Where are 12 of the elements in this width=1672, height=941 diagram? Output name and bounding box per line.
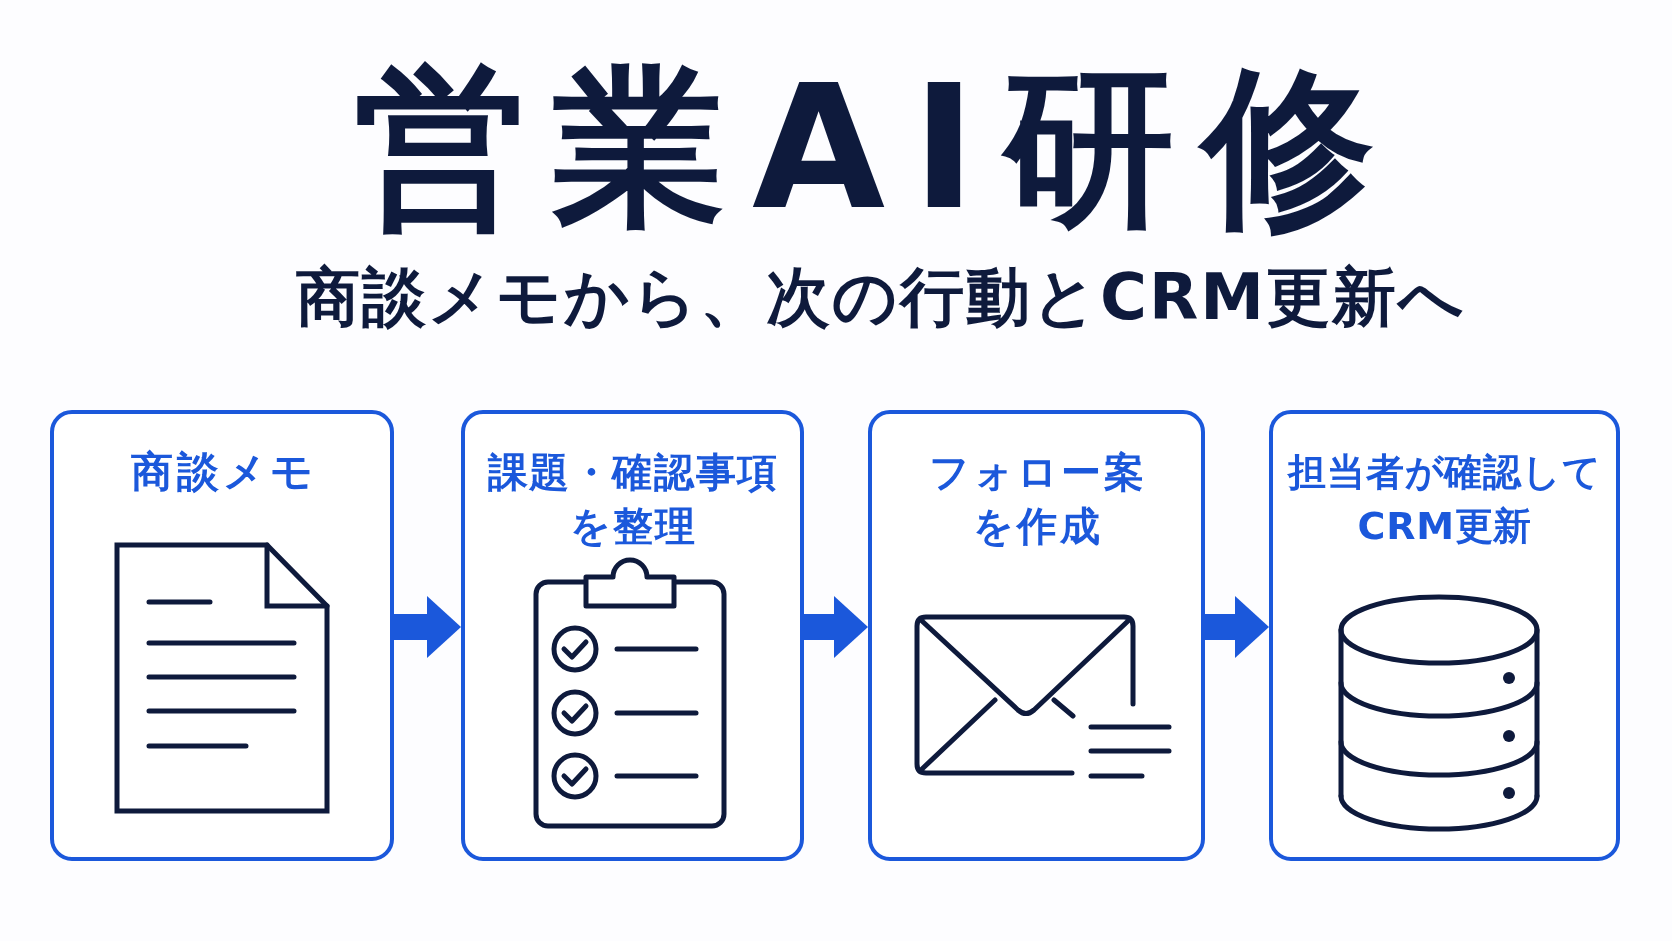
step-card bbox=[868, 410, 1205, 861]
step-card bbox=[1269, 410, 1620, 861]
arrow bbox=[394, 596, 461, 658]
step-title: 担当者が確認してCRM更新 bbox=[1286, 449, 1603, 550]
step-card bbox=[461, 410, 804, 861]
arrow bbox=[804, 596, 868, 658]
step-card bbox=[50, 410, 394, 861]
step-title: フォロー案を作成 bbox=[927, 448, 1149, 551]
arrow bbox=[1205, 596, 1269, 658]
step-title: 課題・確認事項を整理 bbox=[486, 448, 780, 551]
subtitle: 商談メモから、次の行動とCRM更新へ bbox=[295, 262, 1466, 333]
step-title: 商談メモ bbox=[129, 446, 319, 498]
